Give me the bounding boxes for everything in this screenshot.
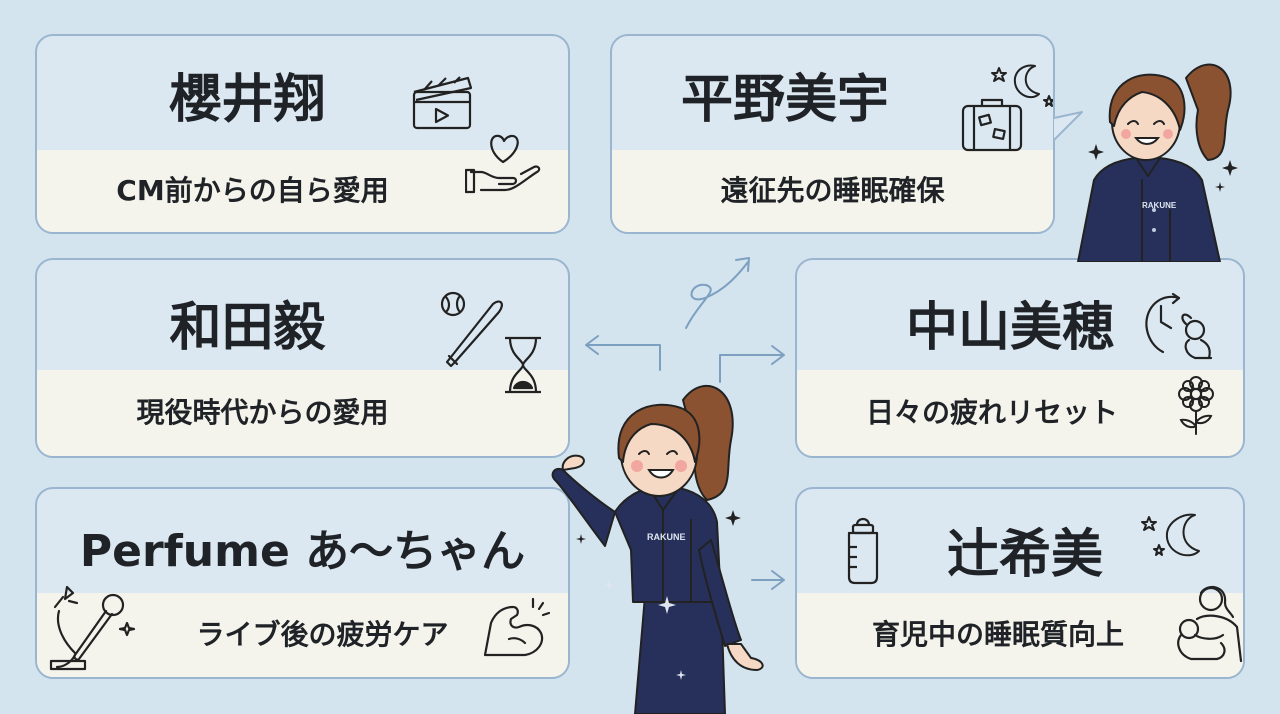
card-description: 育児中の睡眠質向上 bbox=[797, 593, 1243, 677]
microphone-icon bbox=[45, 583, 137, 673]
card-perfume: Perfume あ〜ちゃん ライブ後の疲労ケア bbox=[35, 487, 570, 679]
hourglass-icon bbox=[499, 334, 547, 396]
woman-illustration-center: RAKUNE bbox=[551, 384, 764, 714]
clock-stretch-icon bbox=[1139, 288, 1219, 368]
card-hirano: 平野美宇 遠征先の睡眠確保 bbox=[610, 34, 1055, 234]
baby-bottle-icon bbox=[839, 511, 887, 585]
baseball-bat-icon bbox=[439, 290, 511, 368]
moon-stars-icon bbox=[1137, 509, 1209, 569]
moon-stars-icon bbox=[987, 58, 1053, 114]
card-wada: 和田毅 現役時代からの愛用 bbox=[35, 258, 570, 458]
card-name: 中山美穂 bbox=[905, 298, 1114, 358]
card-name: Perfume あ〜ちゃん bbox=[79, 526, 526, 577]
muscle-arm-icon bbox=[481, 593, 553, 663]
card-description: CM前からの自ら愛用 bbox=[37, 150, 568, 232]
heart-hand-icon bbox=[465, 126, 545, 196]
card-name: 和田毅 bbox=[169, 298, 326, 358]
woman-illustration-top: RAKUNE bbox=[1077, 63, 1238, 262]
card-description: 日々の疲れリセット bbox=[797, 370, 1243, 456]
card-description: 遠征先の睡眠確保 bbox=[612, 150, 1053, 232]
card-name: 櫻井翔 bbox=[169, 70, 326, 130]
mother-baby-icon bbox=[1167, 579, 1243, 665]
card-description: ライブ後の疲労ケア bbox=[37, 593, 568, 677]
card-name: 辻希美 bbox=[946, 525, 1103, 585]
pajama-brand-label: RAKUNE bbox=[1142, 201, 1177, 210]
clapperboard-icon bbox=[410, 70, 476, 132]
card-tsuji: 辻希美 育児中の睡眠質向上 bbox=[795, 487, 1245, 679]
card-sakurai: 櫻井翔 CM前からの自ら愛用 bbox=[35, 34, 570, 234]
card-name: 平野美宇 bbox=[680, 70, 889, 130]
suitcase-icon bbox=[960, 96, 1024, 154]
flower-icon bbox=[1171, 374, 1221, 436]
pajama-brand-label: RAKUNE bbox=[647, 532, 686, 542]
card-nakayama: 中山美穂 日々の疲れリセット bbox=[795, 258, 1245, 458]
card-description: 現役時代からの愛用 bbox=[37, 370, 568, 456]
